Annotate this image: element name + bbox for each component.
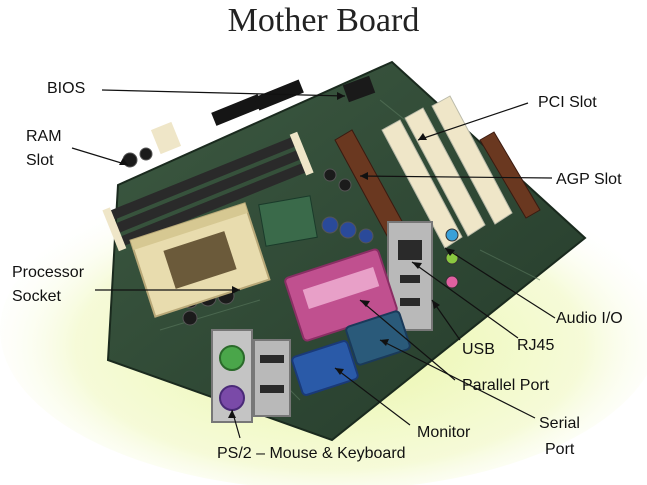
- serial-port-shape: [345, 310, 411, 366]
- pointer-arrowheads: [119, 92, 455, 418]
- pointer-lines: [71, 89, 556, 439]
- bios-chip: [342, 75, 376, 103]
- ps2-keyboard-port: [219, 385, 245, 411]
- label-parallel-port: Parallel Port: [462, 377, 550, 394]
- label-monitor: Monitor: [417, 424, 471, 441]
- label-ps2: PS/2 – Mouse & Keyboard: [217, 445, 406, 462]
- label-usb: USB: [462, 341, 495, 358]
- usb-stack-left: [253, 339, 291, 417]
- rj45-port: [398, 240, 422, 260]
- processor-socket: [129, 202, 271, 318]
- ide-header: [254, 79, 304, 111]
- audio-jacks: [445, 228, 459, 289]
- agp-slot-right: [479, 131, 541, 219]
- label-serial: Serial: [539, 415, 580, 432]
- label-ram-slot: Slot: [26, 152, 54, 169]
- label-pci-slot: PCI Slot: [538, 94, 597, 111]
- label-processor: Processor: [12, 264, 85, 281]
- label-processor-socket: Socket: [12, 288, 61, 305]
- label-audio-io: Audio I/O: [556, 310, 623, 327]
- label-serial-port: Port: [545, 441, 575, 458]
- ps2-mouse-port: [219, 345, 245, 371]
- label-agp-slot: AGP Slot: [556, 171, 622, 188]
- label-ram: RAM: [26, 128, 62, 145]
- ide-header: [211, 94, 263, 126]
- vga-port-shape: [291, 340, 359, 396]
- usb-port-2: [400, 298, 420, 306]
- chipset-heatsink: [258, 195, 318, 247]
- ram-slots: [102, 131, 314, 252]
- label-rj45: RJ45: [517, 337, 555, 354]
- label-bios: BIOS: [47, 80, 86, 97]
- diagram-title: Mother Board: [227, 2, 420, 39]
- power-connector: [150, 121, 182, 155]
- usb-port-1: [400, 275, 420, 283]
